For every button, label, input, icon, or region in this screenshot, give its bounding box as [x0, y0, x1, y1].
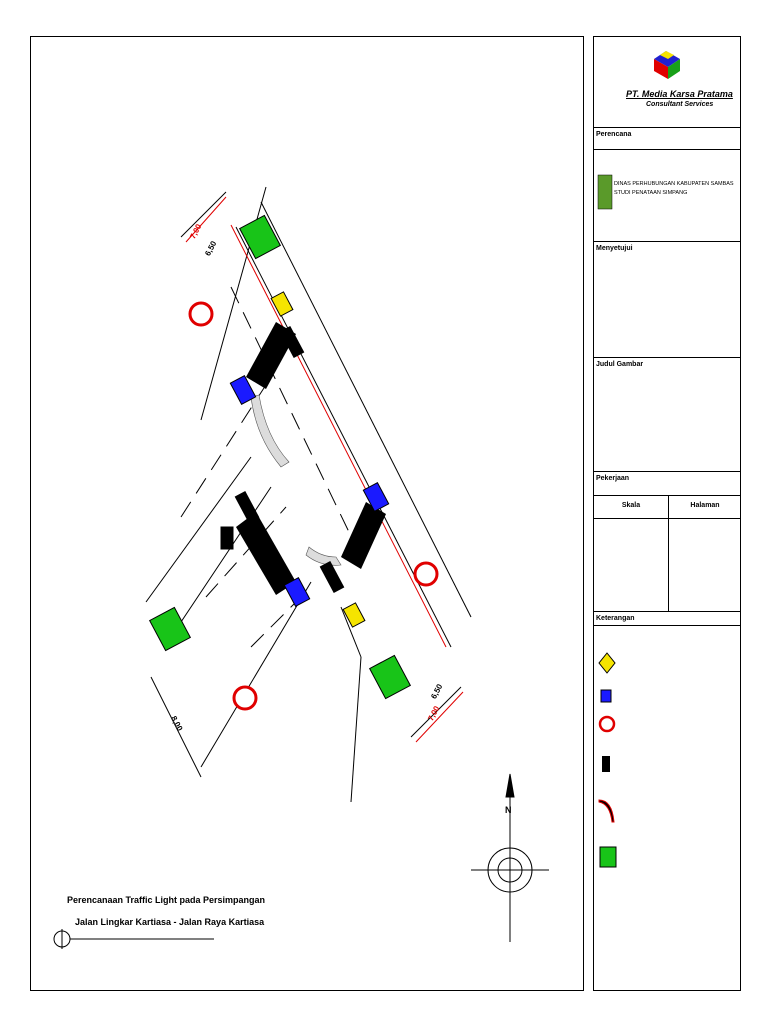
blue-sign-icon — [600, 689, 612, 703]
warning-sign-icon — [598, 652, 616, 674]
row-divider — [594, 518, 740, 519]
column-divider — [668, 496, 669, 612]
traffic-light — [279, 325, 305, 359]
centre-line — [230, 286, 362, 558]
section-judul-gambar: Judul Gambar — [594, 357, 740, 471]
agency-emblem-icon — [597, 174, 613, 210]
section-label: Judul Gambar — [596, 361, 644, 368]
company-subtitle: Consultant Services — [646, 101, 714, 108]
direction-sign — [238, 214, 282, 260]
legend-icons — [598, 652, 617, 868]
section-label: Perencana — [596, 131, 632, 138]
caption-line-2: Jalan Lingkar Kartiasa - Jalan Raya Kart… — [75, 917, 265, 927]
agency-line-2: STUDI PENATAAN SIMPANG — [614, 190, 688, 196]
traffic-light-icon — [602, 756, 610, 772]
page-header: Halaman — [690, 502, 720, 509]
company-logo-icon — [654, 51, 680, 79]
section-label: Menyetujui — [596, 245, 633, 252]
section-keterangan: Keterangan — [594, 611, 740, 992]
intersection-plan — [53, 186, 549, 949]
north-label: N — [505, 805, 512, 815]
title-block: PT. Media Karsa Pratama Consultant Servi… — [593, 36, 741, 991]
section-pekerjaan: Pekerjaan — [594, 471, 740, 495]
section-menyetujui: Menyetujui — [594, 241, 740, 357]
drawing-frame: 7,00 6,50 7,00 6,50 8,00 N Perencanaan T… — [30, 36, 584, 991]
warning-sign — [270, 291, 294, 317]
agency-name: DINAS PERHUBUNGAN KABUPATEN SAMBAS STUDI… — [614, 180, 734, 198]
section-label: Keterangan — [594, 612, 740, 626]
agency-box: DINAS PERHUBUNGAN KABUPATEN SAMBAS STUDI… — [594, 149, 740, 241]
section-label: Pekerjaan — [596, 475, 630, 482]
corner-island — [250, 394, 290, 468]
agency-line-1: DINAS PERHUBUNGAN KABUPATEN SAMBAS — [614, 181, 734, 187]
direction-sign-icon — [599, 846, 617, 868]
prohibition-icon — [598, 715, 616, 733]
section-perencana: Perencana — [594, 127, 740, 149]
scale-header: Skala — [621, 502, 641, 509]
blue-sign — [229, 374, 257, 406]
red-edge-line — [230, 224, 447, 648]
caption-line-1: Perencanaan Traffic Light pada Persimpan… — [67, 895, 266, 905]
scale-page-box: Skala Halaman — [594, 495, 740, 612]
prohibition-sign — [188, 301, 214, 327]
compass-icon — [471, 773, 549, 942]
company-name: PT. Media Karsa Pratama — [626, 89, 733, 99]
corner-island-icon — [598, 799, 615, 823]
